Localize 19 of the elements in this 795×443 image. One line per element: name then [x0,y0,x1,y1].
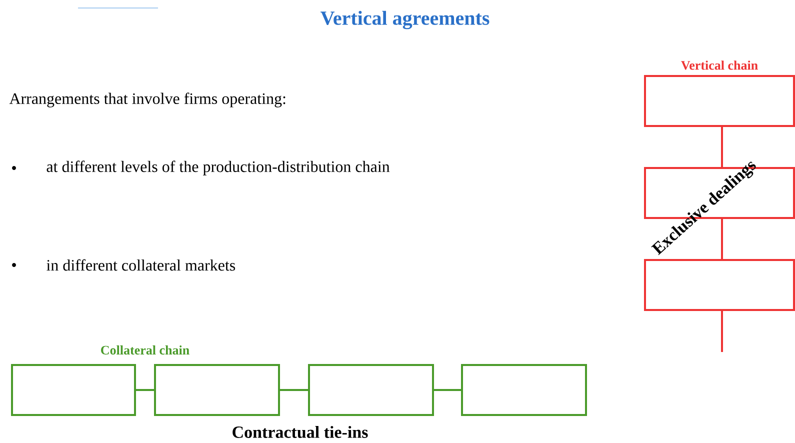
title: Vertical agreements [320,10,490,30]
bullet-text: in different collateral markets [46,259,236,271]
chain-box [11,364,136,416]
chain-box [461,364,587,416]
connector-line [433,389,462,391]
chain-box [154,364,280,416]
connector-line [135,389,155,391]
connector-line [721,310,723,352]
intro-text: Arrangements that involve firms operating: [9,92,286,108]
chain-box [308,364,434,416]
connector-line [279,389,309,391]
chain-box [644,75,795,127]
connector-line [721,218,723,260]
caption-label: Contractual tie-ins [232,426,368,438]
bullet-text: at different levels of the production-distribution chain [46,160,390,176]
chain-box [644,259,795,311]
connector-line [721,126,723,168]
chain-heading: Vertical chain [681,60,758,70]
chain-heading: Collateral chain [101,345,190,355]
